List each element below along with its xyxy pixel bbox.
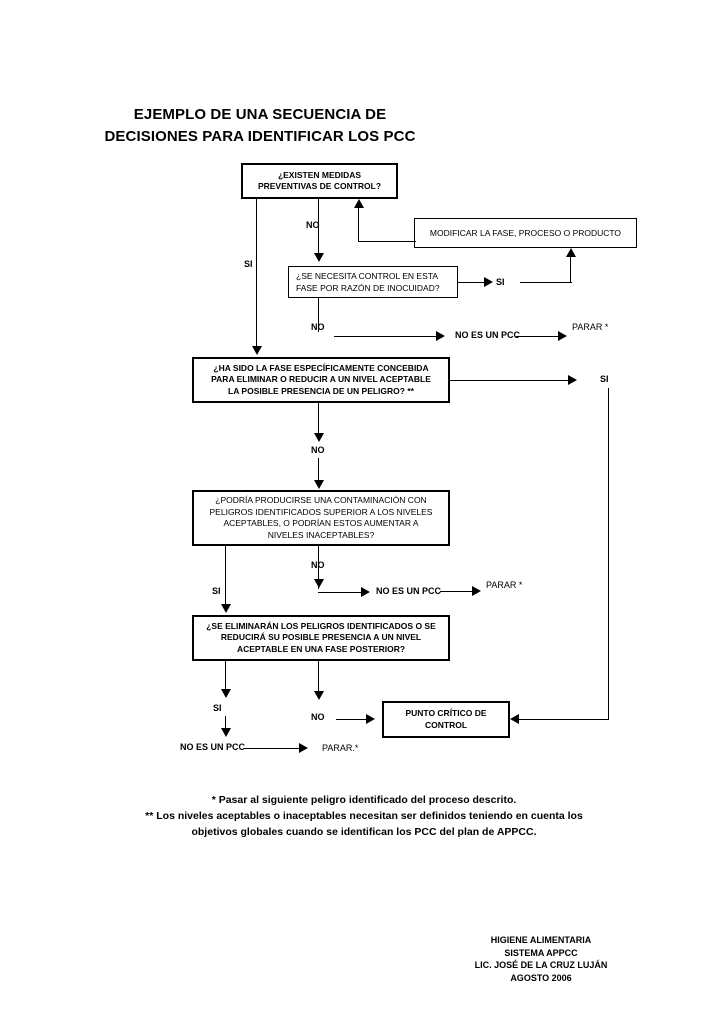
edge-q4-no-right-arrowhead — [361, 587, 370, 597]
signature-block: HIGIENE ALIMENTARIA SISTEMA APPCC LIC. J… — [430, 934, 652, 984]
node-q5-line-1: ¿SE ELIMINARÁN LOS PELIGROS IDENTIFICADO… — [206, 620, 436, 631]
edge-q1-no-line — [318, 199, 319, 255]
edge-label-q1-si: SI — [244, 259, 253, 269]
edge-q5-si-vline-a — [225, 661, 226, 691]
node-q5-line-2: REDUCIRÁ SU POSIBLE PRESENCIA A UN NIVEL — [220, 632, 422, 643]
edge-label-q4-si: SI — [212, 586, 221, 596]
node-q1-line-1: ¿EXISTEN MEDIDAS — [277, 170, 362, 180]
node-q2-line-2: FASE POR RAZÓN DE INOCUIDAD? — [296, 283, 440, 293]
edge-q4-stop-hline — [440, 591, 474, 592]
edge-q5-si-arrowhead-b — [220, 728, 231, 737]
edge-label-q3-no: NO — [311, 445, 325, 455]
edge-q5-no-right-arrowhead — [366, 714, 375, 724]
edge-label-q4-stop: PARAR * — [486, 580, 523, 590]
edge-q5-no-hline — [336, 719, 368, 720]
node-ccp-line-1: PUNTO CRÍTICO DE — [405, 708, 487, 718]
node-q5-line-3: ACEPTABLE EN UNA FASE POSTERIOR? — [236, 643, 406, 654]
footnotes-block: * Pasar al siguiente peligro identificad… — [64, 792, 664, 840]
node-q5-se-eliminaran-peligros: ¿SE ELIMINARÁN LOS PELIGROS IDENTIFICADO… — [192, 615, 450, 661]
edge-label-q2-si: SI — [496, 277, 505, 287]
edge-label-q5-si: SI — [213, 703, 222, 713]
edge-q3-si-hline — [450, 380, 570, 381]
edge-q1-no-arrowhead — [313, 253, 324, 262]
page-title-line-2: DECISIONES PARA IDENTIFICAR LOS PCC — [104, 128, 416, 145]
edge-label-q4-not-ccp: NO ES UN PCC — [376, 586, 442, 596]
edge-label-q5-stop: PARAR.* — [322, 743, 359, 753]
edge-q5-stop-arrowhead — [299, 743, 308, 753]
edge-q3-si-vline — [608, 388, 609, 720]
edge-q4-si-arrowhead — [220, 604, 231, 613]
edge-q3-no-arrowhead-b — [313, 480, 324, 489]
edge-label-q2-stop: PARAR * — [572, 322, 609, 332]
node-q3-line-1: ¿HA SIDO LA FASE ESPECÍFICAMENTE CONCEBI… — [213, 362, 429, 373]
node-q1-line-2: PREVENTIVAS DE CONTROL? — [257, 181, 382, 191]
edge-q2-si-up-arrowhead — [565, 248, 576, 257]
node-q1-existen-medidas-preventivas: ¿EXISTEN MEDIDAS PREVENTIVAS DE CONTROL? — [241, 163, 398, 199]
footnote-line-2: ** Los niveles aceptables o inaceptables… — [145, 810, 583, 822]
node-q2-se-necesita-control: ¿SE NECESITA CONTROL EN ESTA FASE POR RA… — [288, 266, 458, 298]
node-q4-line-2: PELIGROS IDENTIFICADOS SUPERIOR A LOS NI… — [209, 506, 433, 517]
edge-q3-no-vline-b — [318, 458, 319, 482]
node-q4-podria-producirse-contaminacion: ¿PODRÍA PRODUCIRSE UNA CONTAMINACIÓN CON… — [192, 490, 450, 546]
edge-q2-si-hline-b — [520, 282, 572, 283]
edge-q4-no-hline — [318, 592, 363, 593]
node-q3-ha-sido-la-fase: ¿HA SIDO LA FASE ESPECÍFICAMENTE CONCEBI… — [192, 357, 450, 403]
edge-label-q4-no: NO — [311, 560, 325, 570]
edge-q1-si-arrowhead — [251, 346, 262, 355]
edge-q2-stop-arrowhead — [558, 331, 567, 341]
edge-q2-no-arrowhead — [436, 331, 445, 341]
edge-q5-si-vline-b — [225, 716, 226, 730]
edge-q4-no-vline — [318, 546, 319, 589]
edge-label-q5-not-ccp: NO ES UN PCC — [180, 742, 246, 752]
edge-q2-no-hline — [334, 336, 438, 337]
node-q4-line-1: ¿PODRÍA PRODUCIRSE UNA CONTAMINACIÓN CON — [215, 495, 427, 505]
node-modificar-label: MODIFICAR LA FASE, PROCESO O PRODUCTO — [429, 228, 622, 238]
node-q3-line-2: PARA ELIMINAR O REDUCIR A UN NIVEL ACEPT… — [211, 374, 431, 385]
edge-modificar-feedback-arrowhead — [353, 199, 364, 208]
edge-q3-si-arrowhead — [568, 375, 577, 385]
edge-label-q2-no: NO — [311, 322, 325, 332]
signature-line-4: AGOSTO 2006 — [510, 972, 572, 983]
node-q4-line-4: NIVELES INACEPTABLES? — [267, 529, 375, 540]
edge-modificar-feedback-hline — [358, 241, 416, 242]
edge-q5-stop-hline — [244, 748, 301, 749]
edge-q4-si-vline — [225, 546, 226, 606]
edge-label-q3-si: SI — [600, 374, 609, 384]
edge-q5-si-arrowhead-a — [220, 689, 231, 698]
edge-label-q2-not-ccp: NO ES UN PCC — [455, 330, 521, 340]
footnote-line-1: * Pasar al siguiente peligro identificad… — [211, 794, 517, 806]
signature-line-1: HIGIENE ALIMENTARIA — [490, 935, 592, 945]
edge-modificar-feedback-vline — [358, 208, 359, 242]
signature-line-2: SISTEMA APPCC — [504, 947, 578, 958]
node-punto-critico-de-control: PUNTO CRÍTICO DE CONTROL — [382, 701, 510, 738]
edge-q3-no-vline-a — [318, 403, 319, 435]
edge-label-q1-no: NO — [306, 220, 320, 230]
node-ccp-line-2: CONTROL — [424, 719, 468, 730]
footnote-line-3: objetivos globales cuando se identifican… — [191, 826, 537, 838]
page-title: EJEMPLO DE UNA SECUENCIA DE DECISIONES P… — [0, 104, 520, 148]
node-q2-line-1: ¿SE NECESITA CONTROL EN ESTA — [296, 271, 439, 281]
edge-q2-si-hline-a — [458, 282, 486, 283]
edge-q5-no-vline — [318, 661, 319, 693]
edge-q2-si-arrowhead — [484, 277, 493, 287]
edge-label-q5-no: NO — [311, 712, 325, 722]
signature-line-3: LIC. JOSÉ DE LA CRUZ LUJÁN — [474, 960, 608, 970]
page-title-line-1: EJEMPLO DE UNA SECUENCIA DE — [133, 106, 387, 123]
edge-q5-no-arrowhead — [313, 691, 324, 700]
edge-q2-no-vline — [318, 298, 319, 332]
node-q4-line-3: ACEPTABLES, O PODRÍAN ESTOS AUMENTAR A — [223, 518, 419, 528]
edge-q3-si-to-ccp-hline — [519, 719, 609, 720]
edge-q3-no-arrowhead-a — [313, 433, 324, 442]
edge-q2-si-vline — [570, 257, 571, 283]
node-modificar-fase-proceso-producto: MODIFICAR LA FASE, PROCESO O PRODUCTO — [414, 218, 637, 248]
node-q3-line-3: LA POSIBLE PRESENCIA DE UN PELIGRO? ** — [228, 385, 414, 396]
edge-q4-no-arrowhead — [313, 579, 324, 588]
edge-q4-stop-arrowhead — [472, 586, 481, 596]
edge-q2-stop-hline — [516, 336, 560, 337]
edge-q3-si-ccp-arrowhead — [510, 714, 519, 724]
edge-q1-si-line — [256, 199, 257, 348]
